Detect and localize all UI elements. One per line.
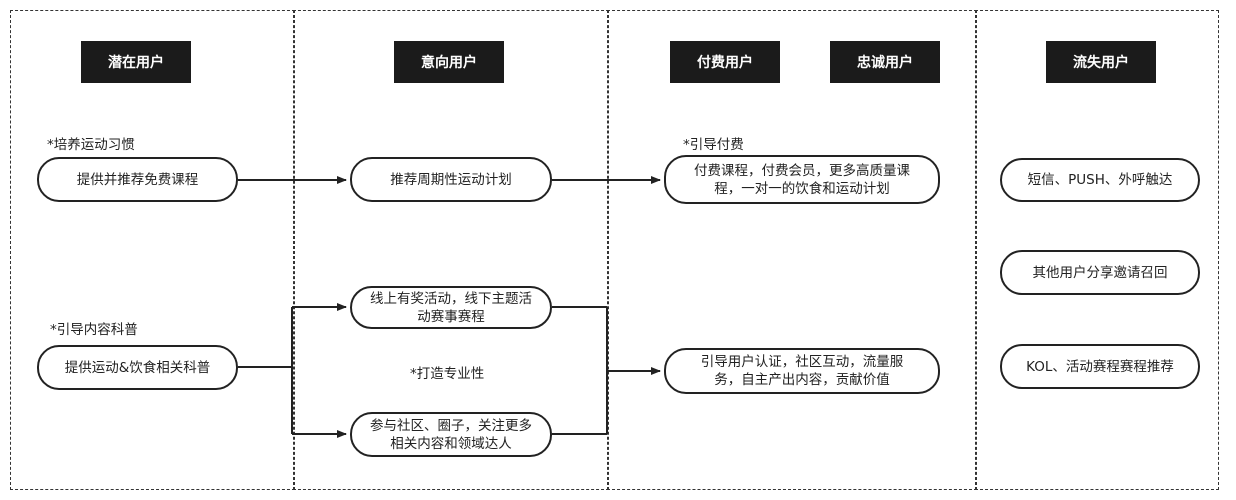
header-intent-users: 意向用户 [394, 41, 504, 83]
node-paid-course: 付费课程，付费会员，更多高质量课程，一对一的饮食和运动计划 [664, 155, 940, 204]
lane-potential-users [10, 10, 295, 490]
header-loyal-users: 忠诚用户 [830, 41, 940, 83]
lane-lost-users [975, 10, 1219, 490]
lane-intent-users [293, 10, 609, 490]
node-community: 参与社区、圈子，关注更多相关内容和领域达人 [350, 412, 552, 457]
node-science-content: 提供运动&饮食相关科普 [37, 345, 238, 390]
node-user-guide: 引导用户认证，社区互动，流量服务，自主产出内容，贡献价值 [664, 348, 940, 394]
note-science: *引导内容科普 [50, 322, 138, 338]
node-invite-recall: 其他用户分享邀请召回 [1000, 250, 1200, 295]
note-professional: *打造专业性 [410, 366, 485, 382]
node-periodic-plan: 推荐周期性运动计划 [350, 157, 552, 202]
node-online-activity: 线上有奖活动，线下主题活动赛事赛程 [350, 286, 552, 329]
node-sms-push: 短信、PUSH、外呼触达 [1000, 158, 1200, 202]
lane-paying-users [607, 10, 977, 490]
header-paying-users: 付费用户 [670, 41, 780, 83]
node-free-course: 提供并推荐免费课程 [37, 157, 238, 202]
note-habit: *培养运动习惯 [47, 137, 135, 153]
header-potential-users: 潜在用户 [81, 41, 191, 83]
node-kol: KOL、活动赛程赛程推荐 [1000, 344, 1200, 389]
header-lost-users: 流失用户 [1046, 41, 1156, 83]
note-pay: *引导付费 [683, 137, 744, 153]
